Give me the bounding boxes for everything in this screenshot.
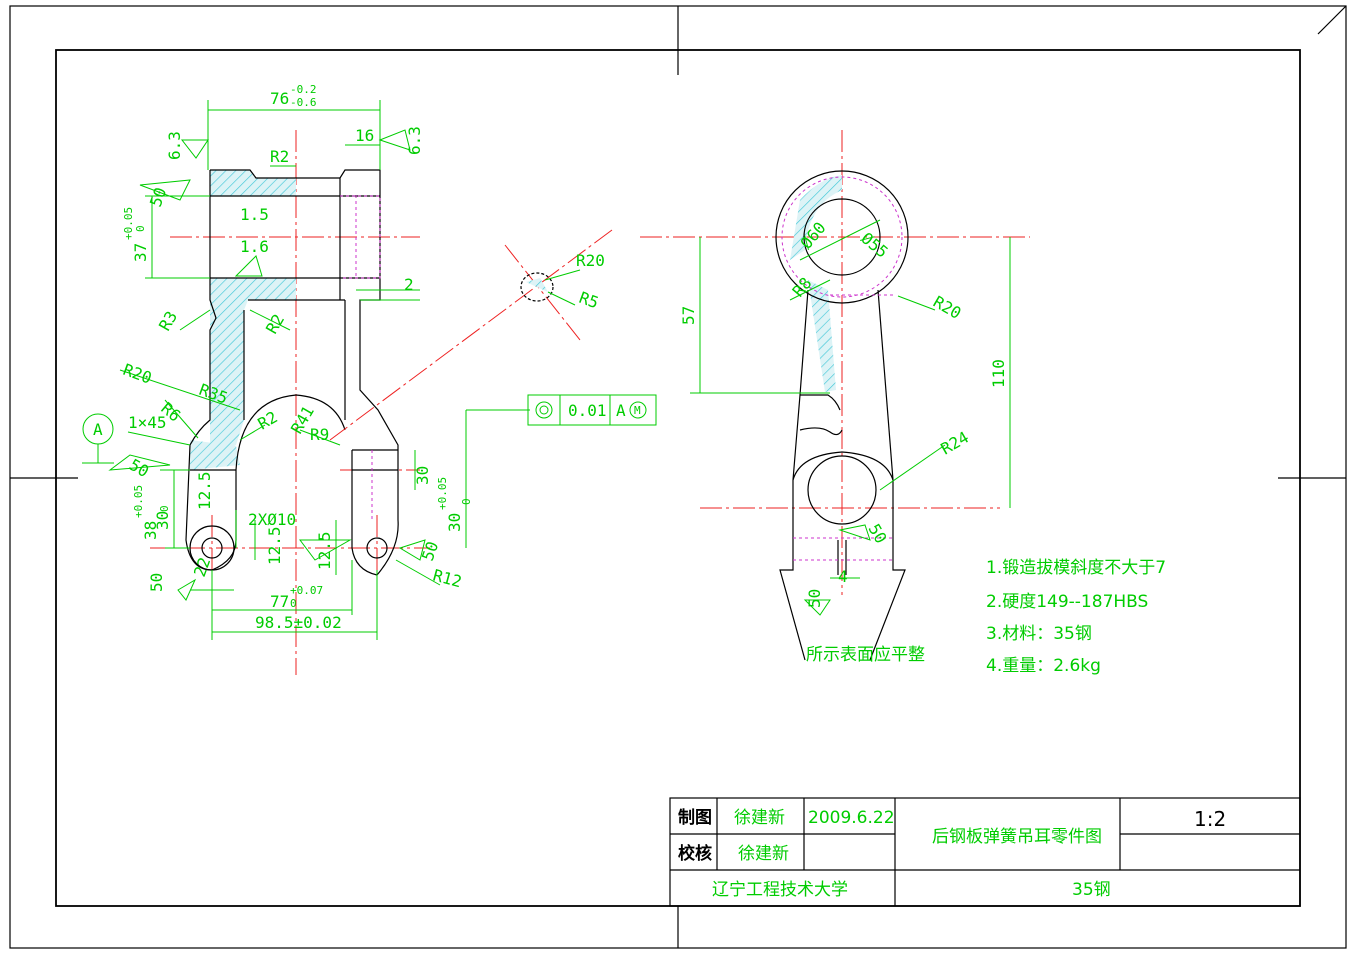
detail-view xyxy=(329,229,613,441)
radius-r2-top: R2 xyxy=(270,147,289,166)
dim-30-c-upper: +0.05 xyxy=(436,477,449,510)
roughness-1-6: 1.6 xyxy=(240,237,269,256)
dim-12-5-a: 12.5 xyxy=(195,471,214,510)
dim-57: 57 xyxy=(679,306,698,325)
title-drawn-label: 制图 xyxy=(678,807,712,828)
roughness-50-b: 50 xyxy=(126,455,152,481)
dim-37-upper: +0.05 xyxy=(122,207,135,240)
note-3: 3.材料：35钢 xyxy=(986,624,1092,644)
dim-77: 77 xyxy=(270,592,289,611)
note-4: 4.重量：2.6kg xyxy=(986,656,1101,676)
roughness-50-d: 50 xyxy=(147,573,166,592)
dim-16: 16 xyxy=(355,126,374,145)
dim-98-5: 98.5±0.02 xyxy=(255,613,342,632)
chamfer-1x45: 1×45 xyxy=(128,413,167,432)
tolerance-datum: A xyxy=(616,401,626,420)
dim-38: 38 xyxy=(141,521,160,540)
dim-overall-width: 76 xyxy=(270,89,289,108)
radius-r24: R24 xyxy=(938,428,973,459)
dim-overall-width-lower: -0.6 xyxy=(290,96,317,109)
tolerance-modifier: M xyxy=(634,404,641,417)
radius-r12: R12 xyxy=(431,566,464,592)
roughness-50-right-a: 50 xyxy=(865,521,891,547)
left-section-view xyxy=(82,100,657,675)
right-view-labels: Ø60 Ø55 R8 R20 57 110 R24 50 4 50 所示表面应平… xyxy=(679,218,1008,665)
title-date: 2009.6.22 xyxy=(808,808,895,828)
dim-77-lower: 0 xyxy=(290,597,297,610)
right-side-view xyxy=(640,130,1030,661)
radius-r20-right: R20 xyxy=(930,292,965,323)
surface-note: 所示表面应平整 xyxy=(806,645,925,665)
technical-notes: 1.锻造拔模斜度不大于7 2.硬度149--187HBS 3.材料：35钢 4.… xyxy=(986,558,1166,676)
dim-38-lower: 0 xyxy=(158,505,171,512)
datum-label: A xyxy=(93,420,103,439)
dim-30-b: 30 xyxy=(413,466,432,485)
roughness-6-3-right: 6.3 xyxy=(405,126,424,155)
dim-77-upper: +0.07 xyxy=(290,584,323,597)
dim-12-5-b: 12.5 xyxy=(265,526,284,565)
title-material: 35钢 xyxy=(1072,880,1111,900)
dia-55: Ø55 xyxy=(857,229,891,262)
title-school: 辽宁工程技术大学 xyxy=(712,880,848,900)
dim-2: 2 xyxy=(404,275,414,294)
detail-radius-r5: R5 xyxy=(577,288,602,312)
dim-2x-dia-10: 2XØ10 xyxy=(248,510,296,529)
dim-overall-width-upper: -0.2 xyxy=(290,83,317,96)
detail-radius-r20: R20 xyxy=(576,251,605,270)
dim-30-c-lower: 0 xyxy=(460,498,473,505)
title-part-name: 后钢板弹簧吊耳零件图 xyxy=(932,827,1102,847)
roughness-6-3-left: 6.3 xyxy=(165,131,184,160)
note-2: 2.硬度149--187HBS xyxy=(986,592,1148,612)
radius-r20-left: R20 xyxy=(121,360,155,388)
dim-37: 37 xyxy=(131,243,150,262)
dim-4: 4 xyxy=(838,567,848,586)
radius-r3: R3 xyxy=(155,308,181,334)
roughness-50-c: 50 xyxy=(418,539,442,564)
dim-38-upper: +0.05 xyxy=(132,485,145,518)
radius-r9: R9 xyxy=(310,425,329,444)
title-checked-by: 徐建新 xyxy=(738,844,789,864)
tolerance-value: 0.01 xyxy=(568,401,607,420)
note-1: 1.锻造拔模斜度不大于7 xyxy=(986,558,1166,578)
detail-view-labels: R20 R5 xyxy=(576,251,605,312)
dim-37-lower: 0 xyxy=(134,225,147,232)
radius-r2-mid: R2 xyxy=(262,311,288,337)
roughness-1-5: 1.5 xyxy=(240,205,269,224)
roughness-50-right-b: 50 xyxy=(805,589,824,608)
title-block: 制图 徐建新 2009.6.22 校核 徐建新 后钢板弹簧吊耳零件图 1:2 辽… xyxy=(669,797,1301,907)
dim-110: 110 xyxy=(989,359,1008,388)
title-checked-label: 校核 xyxy=(678,843,712,864)
title-drawn-by: 徐建新 xyxy=(734,808,785,828)
radius-r2-low: R2 xyxy=(255,407,281,433)
title-scale: 1:2 xyxy=(1194,807,1226,831)
dim-12-5-c: 12.5 xyxy=(315,531,334,570)
dim-30-a: 30 xyxy=(153,511,172,530)
dim-30-c: 30 xyxy=(445,513,464,532)
